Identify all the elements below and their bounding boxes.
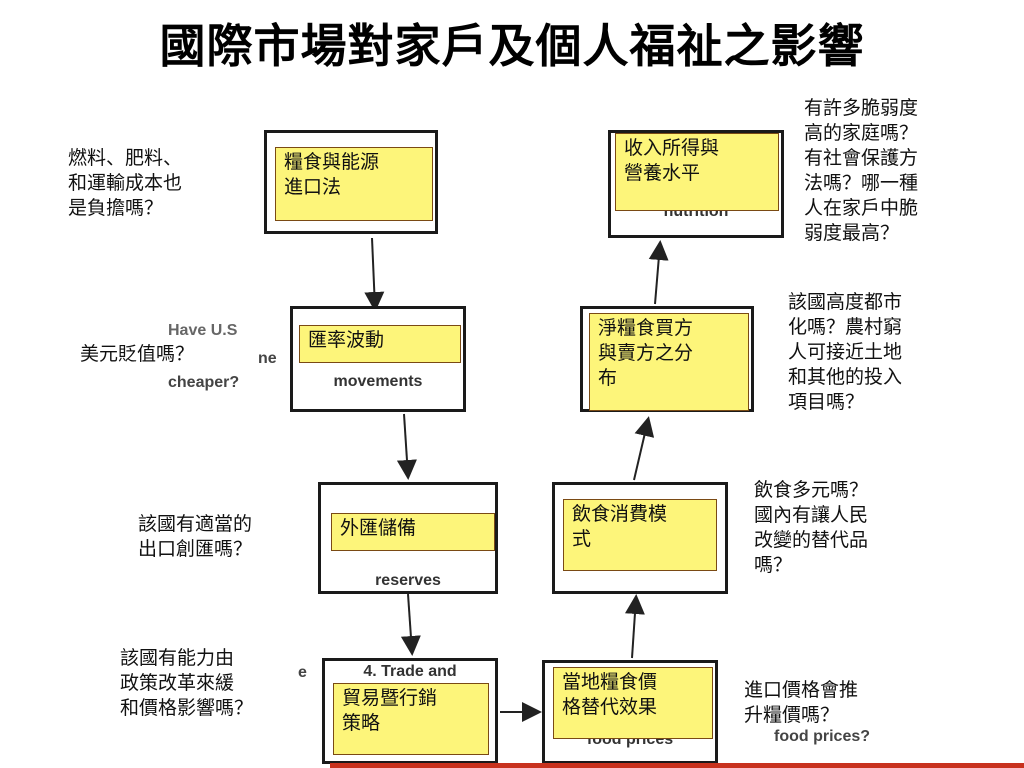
arrow-7-to-8: [648, 240, 669, 305]
arrow-3-to-4: [400, 593, 421, 656]
flow-under-text-exchange-rate: movements: [333, 373, 423, 390]
arrow-1-to-2: [364, 237, 385, 312]
question-policy-reform: 該國有能力由 政策改革來緩 和價格影響嗎？: [120, 647, 254, 719]
flow-box-net-buyers: 淨糧食買方 與賣方之分 布: [580, 306, 754, 412]
flow-label-income-nutrition: 收入所得與 營養水平: [615, 133, 779, 211]
flow-under-text-trade-marketing: 4. Trade and: [363, 663, 457, 680]
arrow-5-to-6: [624, 594, 645, 659]
flow-box-trade-marketing: 4. Trade and 貿易暨行銷 策略: [322, 658, 498, 764]
ghost-text-3: ne: [258, 350, 277, 367]
question-export-earnings: 該國有適當的 出口創匯嗎？: [138, 513, 253, 560]
question-fuel-costs: 燃料、肥料、 和運輸成本也 是負擔嗎？: [68, 147, 183, 219]
question-diet-diversity: 飲食多元嗎？ 國內有讓人民 改變的替代品 嗎？: [754, 479, 869, 576]
flow-label-net-buyers: 淨糧食買方 與賣方之分 布: [589, 313, 749, 411]
question-vulnerability: 有許多脆弱度 高的家庭嗎？ 有社會保護方 法嗎？哪一種 人在家戶中脆 弱度最高？: [804, 97, 919, 244]
ghost-text-5: food prices?: [774, 728, 871, 745]
flow-label-trade-marketing: 貿易暨行銷 策略: [333, 683, 489, 755]
flow-box-local-prices: food prices 當地糧食價 格替代效果: [542, 660, 718, 764]
flow-box-exchange-rate: movements 匯率波動: [290, 306, 466, 412]
flow-box-income-nutrition: nutrition 收入所得與 營養水平: [608, 130, 784, 238]
flow-label-exchange-rate: 匯率波動: [299, 325, 461, 363]
ghost-text-1: Have U.S: [168, 322, 238, 339]
flow-label-foreign-reserves: 外匯儲備: [331, 513, 495, 551]
ghost-text-2: cheaper?: [168, 374, 240, 391]
flow-box-consumption: 飲食消費模 式: [552, 482, 728, 594]
flow-box-import-laws: 糧食與能源 進口法: [264, 130, 438, 234]
page-title: 國際市場對家戶及個人福祉之影響: [159, 19, 865, 73]
question-urbanization: 該國高度都市 化嗎？農村窮 人可接近土地 和其他的投入 項目嗎？: [788, 291, 903, 413]
arrow-6-to-7: [633, 416, 655, 481]
ghost-text-4: e: [298, 664, 307, 681]
question-import-prices: 進口價格會推 升糧價嗎？: [744, 679, 859, 726]
flow-label-local-prices: 當地糧食價 格替代效果: [553, 667, 713, 739]
question-dollar-depreciation: 美元貶值嗎？: [80, 342, 195, 367]
flow-box-foreign-reserves: 3. Foreign reserves 外匯儲備: [318, 482, 498, 594]
arrow-2-to-3: [396, 413, 417, 480]
flow-label-import-laws: 糧食與能源 進口法: [275, 147, 433, 221]
footer-accent-line: [330, 763, 1024, 768]
flow-label-consumption: 飲食消費模 式: [563, 499, 717, 571]
